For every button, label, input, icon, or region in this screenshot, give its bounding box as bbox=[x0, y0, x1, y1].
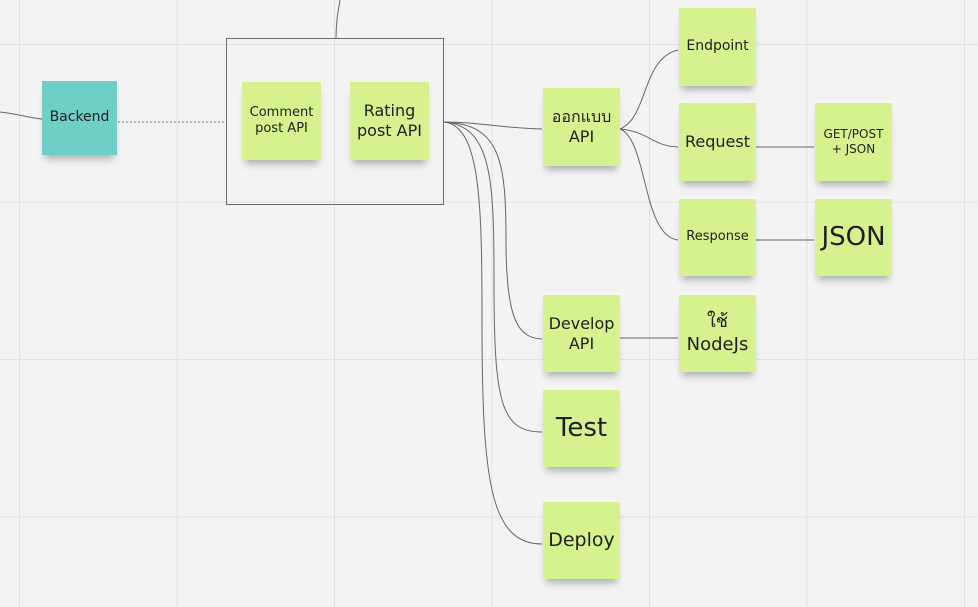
api-group-frame[interactable] bbox=[226, 38, 444, 205]
connector-top-to-frame[interactable] bbox=[335, 0, 341, 39]
sticky-use-nodejs-text: ใช้ NodeJs bbox=[686, 311, 749, 355]
sticky-rating-post-api-text: Rating post API bbox=[357, 101, 422, 140]
sticky-deploy-text: Deploy bbox=[548, 528, 615, 551]
sticky-deploy[interactable]: Deploy bbox=[543, 502, 620, 579]
sticky-rating-post-api[interactable]: Rating post API bbox=[350, 82, 429, 160]
sticky-comment-post-api-text: Comment post API bbox=[249, 104, 314, 136]
sticky-endpoint-text: Endpoint bbox=[686, 38, 749, 55]
sticky-response[interactable]: Response bbox=[679, 199, 756, 276]
sticky-backend-text: Backend bbox=[49, 109, 110, 126]
connector-frame-to-design-api[interactable] bbox=[443, 121, 543, 130]
sticky-test-text: Test bbox=[555, 413, 608, 444]
sticky-endpoint[interactable]: Endpoint bbox=[679, 8, 756, 86]
connector-frame-to-test[interactable] bbox=[443, 121, 543, 433]
connector-design-api-to-response[interactable] bbox=[619, 128, 679, 241]
sticky-get-post-json[interactable]: GET/POST + JSON bbox=[815, 103, 892, 181]
connector-frame-to-deploy[interactable] bbox=[443, 121, 543, 545]
connector-design-api-to-request[interactable] bbox=[619, 128, 679, 148]
sticky-json[interactable]: JSON bbox=[815, 199, 892, 276]
sticky-json-text: JSON bbox=[821, 222, 886, 253]
connector-design-api-to-endpoint[interactable] bbox=[619, 49, 679, 130]
sticky-get-post-json-text: GET/POST + JSON bbox=[823, 127, 884, 156]
sticky-test[interactable]: Test bbox=[543, 390, 620, 467]
sticky-comment-post-api[interactable]: Comment post API bbox=[242, 82, 321, 160]
sticky-request[interactable]: Request bbox=[679, 103, 756, 181]
sticky-request-text: Request bbox=[685, 132, 750, 151]
sticky-use-nodejs[interactable]: ใช้ NodeJs bbox=[679, 295, 756, 372]
sticky-develop-api[interactable]: Develop API bbox=[543, 295, 620, 372]
sticky-develop-api-text: Develop API bbox=[548, 313, 615, 353]
sticky-design-api-text: ออกแบบ API bbox=[551, 107, 612, 146]
sticky-response-text: Response bbox=[686, 229, 749, 245]
connector-frame-to-develop-api[interactable] bbox=[443, 121, 543, 340]
sticky-design-api[interactable]: ออกแบบ API bbox=[543, 88, 620, 166]
sticky-backend[interactable]: Backend bbox=[42, 81, 117, 155]
connector-left-to-backend[interactable] bbox=[0, 111, 43, 120]
